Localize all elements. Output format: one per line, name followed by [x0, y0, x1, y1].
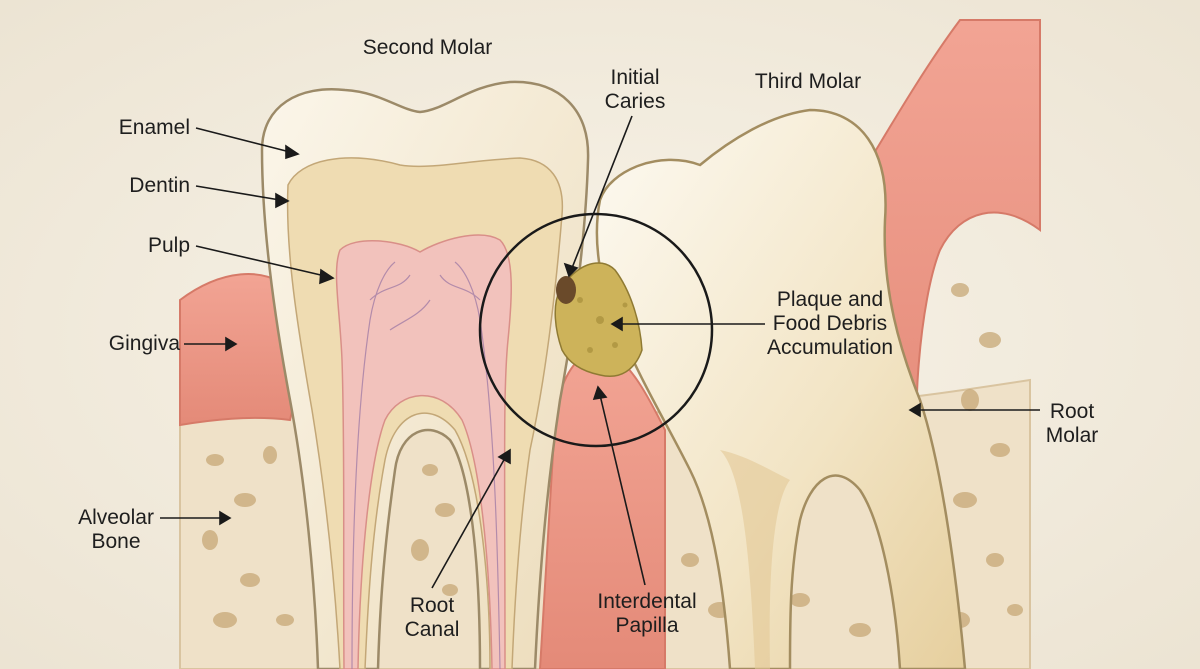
label-root-molar: Root Molar	[1036, 400, 1108, 448]
bone-trabeculae	[202, 283, 1023, 647]
label-gingiva: Gingiva	[108, 332, 180, 355]
third-molar-root-inner	[720, 450, 790, 669]
label-plaque-line-3: Accumulation	[766, 336, 894, 359]
label-interdental-papilla-line-2: Papilla	[615, 614, 679, 637]
label-initial-caries-line-1: Initial	[610, 66, 660, 89]
label-root-canal-line-2: Canal	[404, 618, 460, 641]
plaque-texture	[577, 297, 628, 353]
label-root-molar-line-2: Molar	[1045, 424, 1099, 447]
label-initial-caries-line-2: Caries	[604, 90, 666, 113]
magnifier-circle	[478, 212, 714, 448]
label-plaque-line-2: Food Debris	[772, 312, 888, 335]
caries-spot	[556, 276, 576, 304]
third-molar	[595, 108, 967, 669]
label-alveolar-bone-line-2: Bone	[91, 530, 141, 553]
label-dentin: Dentin	[129, 174, 190, 197]
label-interdental-papilla-line-1: Interdental	[597, 590, 697, 613]
label-root-canal: Root Canal	[390, 594, 474, 642]
label-second-molar: Second Molar	[362, 36, 493, 59]
label-arrows	[160, 115, 1040, 589]
label-alveolar-bone: Alveolar Bone	[68, 506, 164, 554]
label-initial-caries: Initial Caries	[590, 66, 680, 114]
label-third-molar: Third Molar	[754, 70, 862, 93]
label-pulp: Pulp	[147, 234, 190, 257]
label-enamel: Enamel	[118, 116, 190, 139]
pulp-vessels	[351, 261, 501, 669]
label-interdental-papilla: Interdental Papilla	[582, 590, 712, 638]
label-plaque-food-debris: Plaque and Food Debris Accumulation	[760, 288, 900, 360]
second-molar-pulp	[335, 234, 512, 669]
label-plaque-line-1: Plaque and	[776, 288, 884, 311]
label-root-canal-line-1: Root	[409, 594, 455, 617]
label-root-molar-line-1: Root	[1049, 400, 1095, 423]
label-alveolar-bone-line-1: Alveolar	[78, 506, 154, 529]
